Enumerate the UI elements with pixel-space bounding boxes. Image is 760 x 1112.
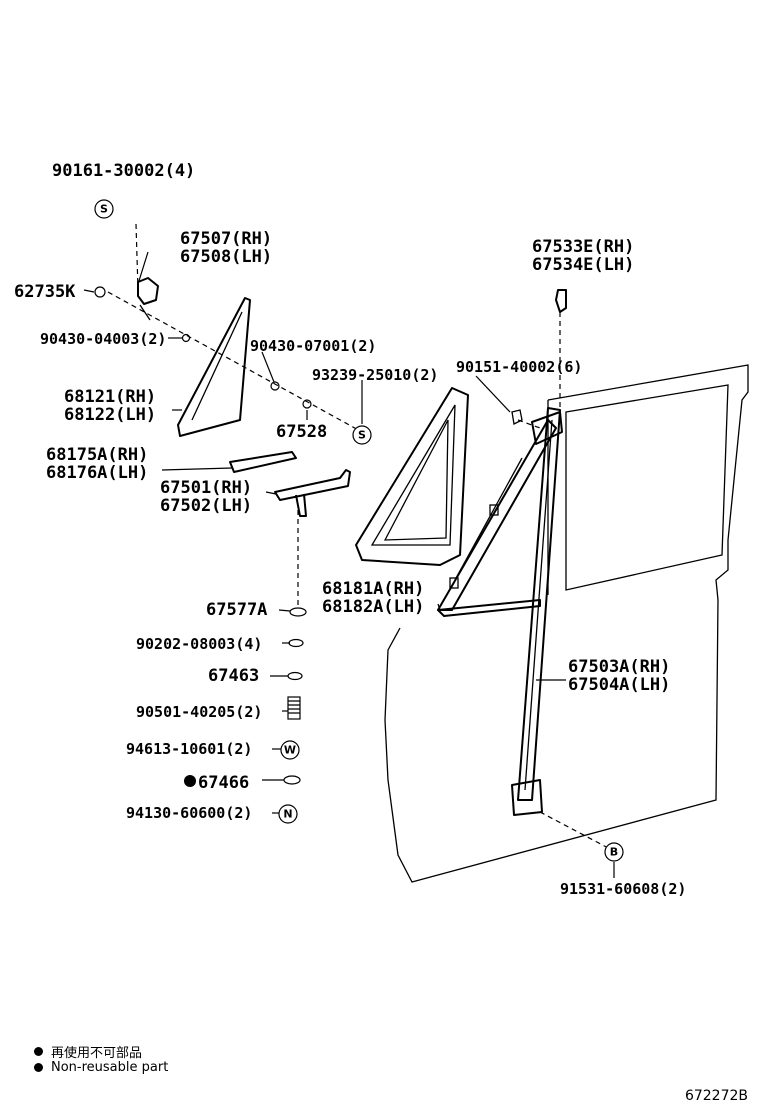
label-68175a: 68175A(RH) — [46, 445, 148, 465]
label-67534e: 67534E(LH) — [532, 255, 634, 275]
label-68176a: 68176A(LH) — [46, 463, 148, 483]
assembly-lines — [107, 223, 613, 851]
circled-symbols: S S W N B — [94, 199, 624, 862]
label-90161: 90161-30002(4) — [52, 161, 195, 181]
legend-jp: 再使用不可部品 — [34, 1042, 142, 1061]
label-68121: 68121(RH) — [64, 387, 156, 407]
legend-en-text: Non-reusable part — [51, 1060, 169, 1075]
pivot-rod-68175a — [229, 451, 297, 473]
label-90430-04003: 90430-04003(2) — [40, 330, 166, 348]
label-67507: 67507(RH) — [180, 229, 272, 249]
symbol-w: W — [284, 744, 296, 757]
vent-glass-68121 — [177, 297, 251, 437]
label-68122: 68122(LH) — [64, 405, 156, 425]
vent-frame-68181a — [437, 419, 557, 617]
label-67502: 67502(LH) — [160, 496, 252, 516]
label-68181a: 68181A(RH) — [322, 579, 424, 599]
label-67508: 67508(LH) — [180, 247, 272, 267]
label-67463: 67463 — [208, 666, 259, 686]
vent-glass-center — [355, 387, 469, 566]
label-94130: 94130-60600(2) — [126, 804, 252, 822]
label-90151: 90151-40002(6) — [456, 358, 582, 376]
label-67504a: 67504A(LH) — [568, 675, 670, 695]
label-67503a: 67503A(RH) — [568, 657, 670, 677]
hinge-bracket-67507 — [137, 277, 159, 321]
label-93239: 93239-25010(2) — [312, 366, 438, 384]
label-91531: 91531-60608(2) — [560, 880, 686, 898]
symbol-s-mid: S — [358, 429, 366, 442]
pivot-bracket-67501 — [274, 469, 351, 517]
label-90430-07001: 90430-07001(2) — [250, 337, 376, 355]
door-panel — [384, 364, 749, 883]
label-67528: 67528 — [276, 422, 327, 442]
legend-jp-text: 再使用不可部品 — [51, 1046, 143, 1061]
non-reusable-dot — [184, 775, 196, 787]
bullet-icon — [34, 1047, 43, 1056]
bullet-icon — [34, 1063, 43, 1072]
symbol-s-top: S — [100, 203, 108, 216]
leader-lines — [83, 251, 615, 878]
label-90501: 90501-40205(2) — [136, 703, 262, 721]
label-67466: 67466 — [198, 773, 249, 793]
label-62735k: 62735K — [14, 282, 76, 302]
label-94613: 94613-10601(2) — [126, 740, 252, 758]
division-bar-channel — [511, 407, 563, 816]
symbol-b: B — [610, 846, 618, 859]
part-labels: 90161-30002(4) 67507(RH) 67508(LH) 62735… — [14, 161, 686, 898]
label-67533e: 67533E(RH) — [532, 237, 634, 257]
label-90202: 90202-08003(4) — [136, 635, 262, 653]
symbol-n: N — [283, 808, 292, 821]
label-67501: 67501(RH) — [160, 478, 252, 498]
label-67577a: 67577A — [206, 600, 267, 620]
figure-code: 672272B — [684, 1088, 748, 1104]
label-68182a: 68182A(LH) — [322, 597, 424, 617]
legend-en: Non-reusable part — [34, 1060, 168, 1075]
